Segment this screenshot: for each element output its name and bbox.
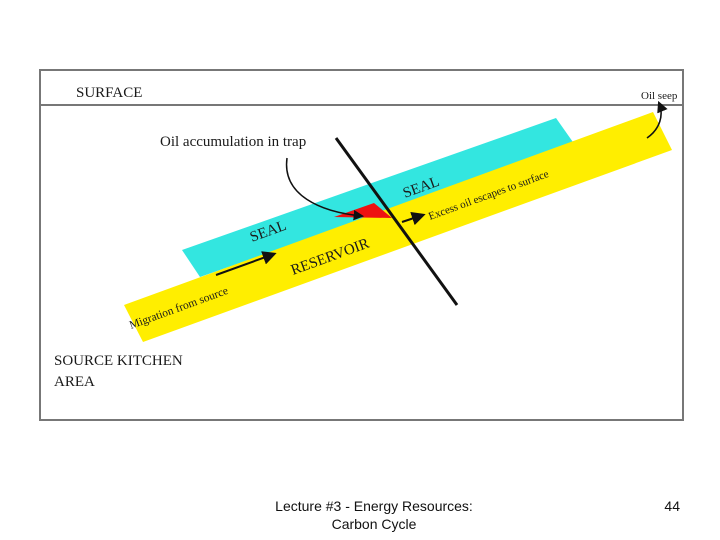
oil-seep-arrow	[646, 100, 668, 139]
reservoir-layer	[124, 112, 672, 342]
oil-accumulation-label: Oil accumulation in trap	[160, 134, 306, 150]
oil-accumulation-pointer-arrow	[285, 157, 365, 221]
lecture-caption-line2: Carbon Cycle	[331, 516, 417, 532]
surface-label: SURFACE	[76, 85, 142, 101]
excess-oil-arrow	[401, 211, 426, 226]
page-number: 44	[664, 498, 680, 514]
fault-line	[334, 137, 459, 306]
lecture-caption: Lecture #3 - Energy Resources: Carbon Cy…	[236, 497, 512, 533]
oil-seep-label: Oil seep	[641, 90, 678, 102]
petroleum-trap-diagram: SURFACE Oil seep Oil accumulation in tra…	[39, 69, 684, 421]
lecture-caption-line1: Lecture #3 - Energy Resources:	[275, 498, 473, 514]
migration-arrow	[215, 251, 277, 276]
source-kitchen-area-label: AREA	[54, 374, 95, 390]
source-kitchen-label: SOURCE KITCHEN	[54, 353, 183, 369]
